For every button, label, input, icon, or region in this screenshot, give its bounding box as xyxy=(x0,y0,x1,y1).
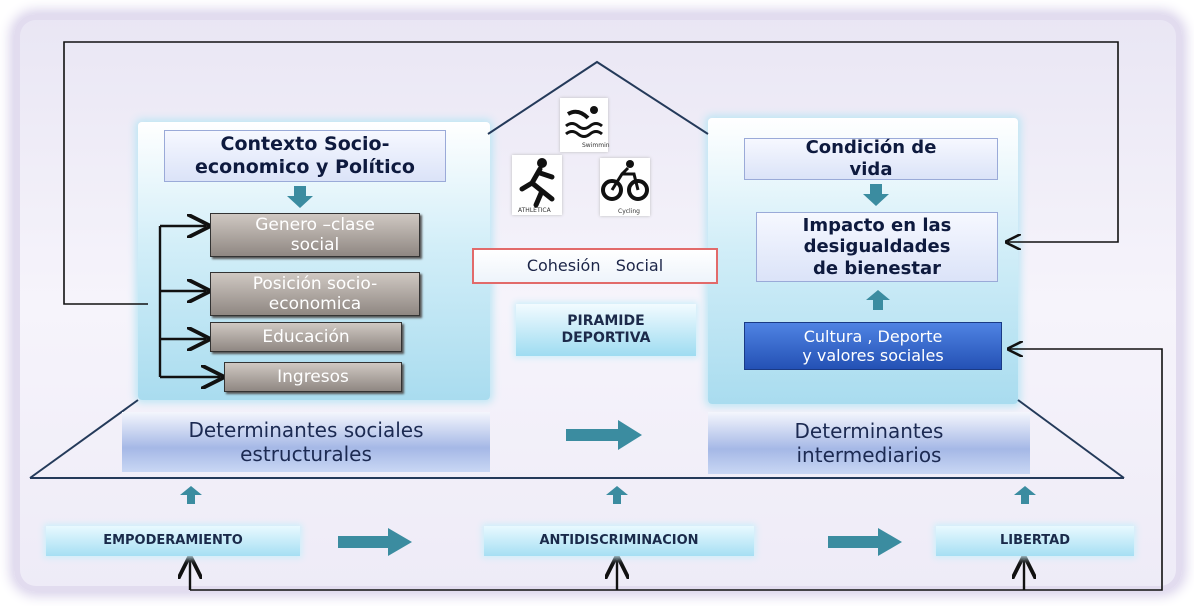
living-condition-box: Condición de vida xyxy=(744,137,998,180)
culture-line-1: Cultura , Deporte xyxy=(803,326,943,346)
pyramid-line-1: PIRAMIDE xyxy=(567,313,645,330)
impact-line-2: desigualdades xyxy=(803,236,951,258)
swimming-icon: Swimmin xyxy=(560,98,610,152)
freedom-label: LIBERTAD xyxy=(936,526,1134,556)
living-line-2: vida xyxy=(849,159,893,180)
down-arrow-right xyxy=(863,184,889,206)
intermediary-line-2: intermediarios xyxy=(796,443,942,467)
impact-line-3: de bienestar xyxy=(813,257,941,279)
up-arrow-bottom-left xyxy=(180,486,202,504)
social-cohesion-box: Cohesión Social xyxy=(472,248,718,284)
down-arrow-left xyxy=(287,186,313,208)
up-arrow-bottom-center xyxy=(606,486,628,504)
right-arrow-middle xyxy=(566,420,642,450)
intermediary-determinants-box: Determinantes intermediarios xyxy=(708,412,1030,474)
base-left-slope xyxy=(29,399,139,479)
cycling-icon: Cycling xyxy=(600,158,650,216)
pyramid-line-2: DEPORTIVA xyxy=(561,330,651,346)
structural-line-1: Determinantes sociales xyxy=(188,418,424,442)
freedom-text: LIBERTAD xyxy=(999,533,1071,549)
education-label: Educación xyxy=(262,326,350,347)
intermediary-line-1: Determinantes xyxy=(794,419,944,443)
culture-sport-box: Cultura , Deporte y valores sociales xyxy=(744,322,1002,370)
athletics-caption: ATHLETICA xyxy=(518,207,551,214)
athletics-icon: ATHLETICA xyxy=(512,155,562,215)
position-line-1: Posición socio- xyxy=(252,273,378,294)
structural-determinants-box: Determinantes sociales estructurales xyxy=(122,412,490,472)
empowerment-text: EMPODERAMIENTO xyxy=(103,533,243,549)
structural-line-2: estructurales xyxy=(240,442,372,466)
culture-line-2: y valores sociales xyxy=(802,346,944,365)
antidiscrimination-label: ANTIDISCRIMINACION xyxy=(484,526,754,556)
right-arrow-bottom-2 xyxy=(828,528,902,556)
up-arrow-bottom-right xyxy=(1014,486,1036,504)
gender-line-2: social xyxy=(290,235,340,255)
impact-box: Impacto en las desigualdades de bienesta… xyxy=(756,212,998,282)
impact-line-1: Impacto en las xyxy=(802,214,952,236)
income-box: Ingresos xyxy=(224,362,402,392)
up-arrow-right xyxy=(866,290,890,310)
living-line-1: Condición de xyxy=(805,137,937,159)
position-line-2: economica xyxy=(268,294,362,314)
social-cohesion-label: Cohesión Social xyxy=(526,256,664,276)
education-box: Educación xyxy=(210,322,402,352)
antidiscrimination-text: ANTIDISCRIMINACION xyxy=(539,533,699,549)
income-label: Ingresos xyxy=(277,366,349,387)
cycling-caption: Cycling xyxy=(618,208,640,215)
feedback-loop-line xyxy=(63,41,1119,305)
right-arrow-bottom-1 xyxy=(338,528,412,556)
bottom-return-line xyxy=(190,349,1163,591)
context-line-1: Contexto Socio- xyxy=(220,133,390,156)
swimming-caption: Swimmin xyxy=(582,142,610,149)
socioeconomic-position-box: Posición socio- economica xyxy=(210,272,420,316)
sports-pyramid-box: PIRAMIDE DEPORTIVA xyxy=(516,304,696,356)
empowerment-label: EMPODERAMIENTO xyxy=(46,526,300,556)
gender-line-1: Genero –clase xyxy=(255,214,375,235)
context-line-2: economico y Político xyxy=(195,156,415,178)
roof-line xyxy=(487,60,709,135)
gender-class-box: Genero –clase social xyxy=(210,213,420,257)
base-right-slope xyxy=(1017,399,1125,479)
context-box: Contexto Socio- economico y Político xyxy=(164,130,446,182)
